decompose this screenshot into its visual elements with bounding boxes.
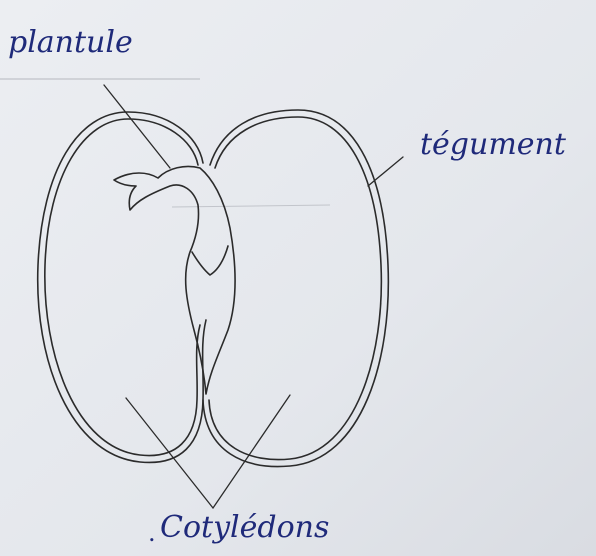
plantule-label: plantule xyxy=(8,25,133,60)
tegument-label: tégument xyxy=(420,127,567,162)
cotyledons-label: Cotylédons xyxy=(160,510,329,545)
cotyledons-dot: . xyxy=(148,519,156,547)
